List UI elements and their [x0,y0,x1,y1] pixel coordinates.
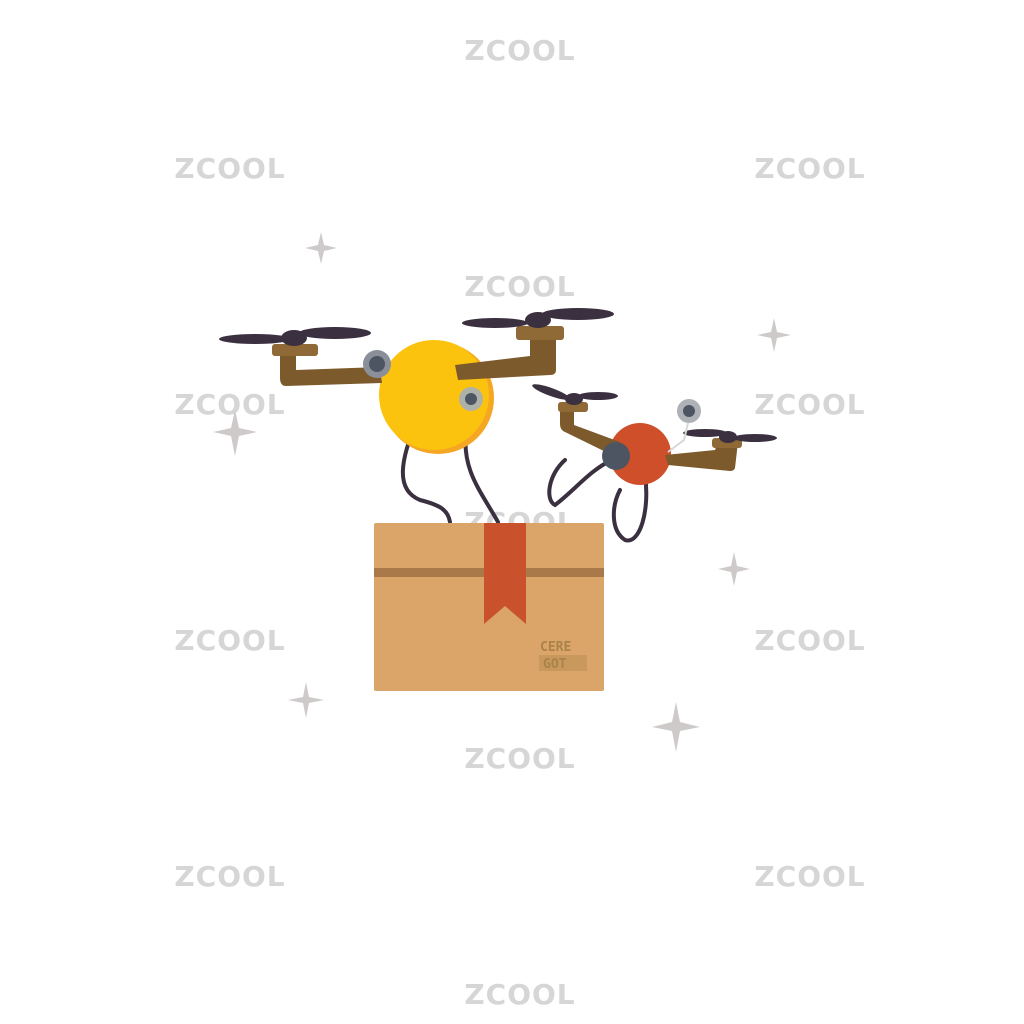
yellow-drone [219,308,614,454]
propeller-icon [532,384,777,443]
sparkle-icon [757,318,791,352]
watermark-text: ZCOOL [464,34,575,67]
watermark-text: ZCOOL [174,388,285,421]
watermark-text: ZCOOL [754,860,865,893]
camera-icon [602,442,630,470]
sparkles [213,232,791,752]
watermark-text: ZCOOL [174,860,285,893]
watermarks: ZCOOL ZCOOL ZCOOL ZCOOL ZCOOL ZCOOL ZCOOL ZCOOL… [174,34,865,1011]
propeller-icon [219,308,614,346]
watermark-text: ZCOOL [174,152,285,185]
watermark-text: ZCOOL [754,388,865,421]
watermark-text: ZCOOL [464,742,575,775]
package-box: CERE GOT [374,523,604,691]
watermark-text: ZCOOL [174,624,285,657]
watermark-text: ZCOOL [754,624,865,657]
box-stamp-line: CERE [540,640,571,655]
red-drone [532,384,777,485]
sparkle-icon [288,682,324,718]
box-stamp-line: GOT [543,657,567,672]
watermark-text: ZCOOL [464,270,575,303]
sparkle-icon [718,552,750,586]
sparkle-icon [652,702,700,752]
ribbon [484,523,526,624]
sparkle-icon [213,410,257,456]
watermark-text: ZCOOL [754,152,865,185]
watermark-text: ZCOOL [464,978,575,1011]
sparkle-icon [305,232,337,264]
